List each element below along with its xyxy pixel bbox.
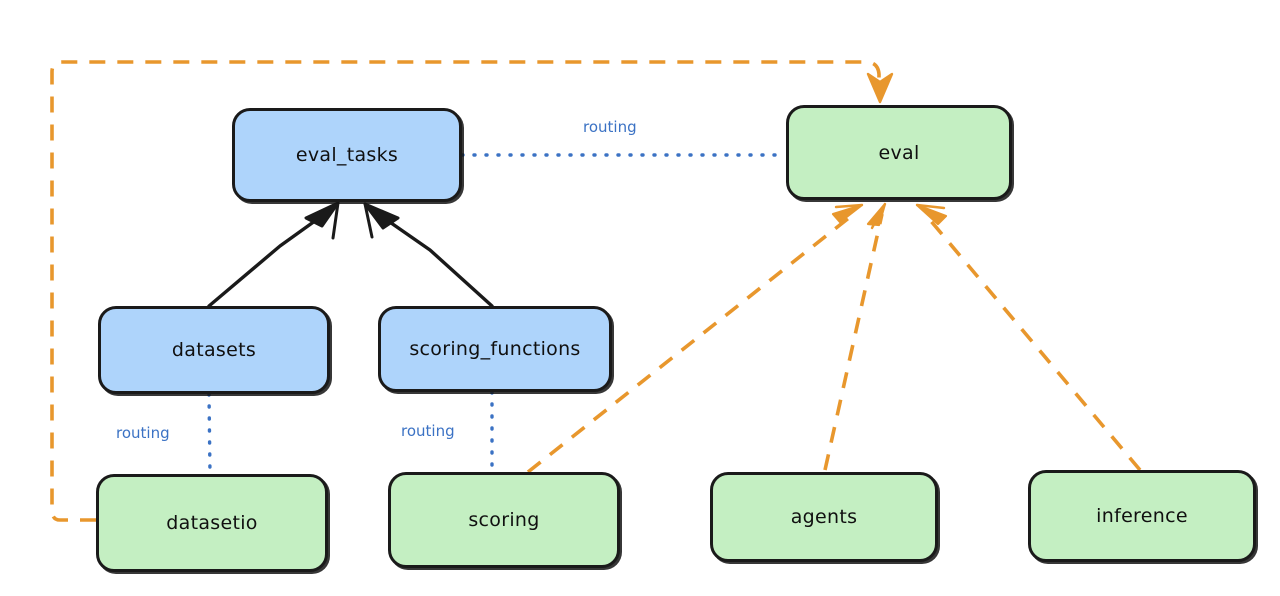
node-datasets-label: datasets (171, 339, 257, 361)
node-scoring-functions[interactable]: scoring_functions (378, 306, 612, 392)
edge-agents-to-eval-dependency (823, 202, 887, 471)
edge-scoring-functions-to-eval-tasks (363, 202, 494, 308)
node-datasets[interactable]: datasets (98, 306, 330, 394)
edge-scoring-to-eval-dependency (526, 203, 864, 474)
node-scoring-functions-label: scoring_functions (409, 338, 581, 360)
node-inference[interactable]: inference (1028, 470, 1256, 562)
node-datasetio[interactable]: datasetio (96, 474, 328, 572)
node-scoring[interactable]: scoring (388, 472, 620, 568)
node-agents-label: agents (790, 506, 858, 528)
node-scoring-label: scoring (468, 509, 540, 531)
node-datasetio-label: datasetio (166, 512, 258, 534)
edge-datasets-to-datasetio-routing (207, 392, 212, 476)
node-agents[interactable]: agents (710, 472, 938, 562)
edge-inference-to-eval-dependency (915, 203, 1142, 472)
edge-label-routing-scoring-functions-scoring: routing (398, 422, 458, 440)
node-eval[interactable]: eval (786, 105, 1012, 200)
edge-datasetio-to-eval-dependency (50, 60, 894, 522)
node-inference-label: inference (1096, 505, 1188, 527)
edge-label-routing-eval-tasks-eval: routing (580, 118, 640, 136)
node-eval-label: eval (878, 141, 920, 164)
edge-datasets-to-eval-tasks (207, 201, 340, 308)
node-eval-tasks[interactable]: eval_tasks (232, 108, 462, 202)
node-eval-tasks-label: eval_tasks (295, 144, 399, 166)
edge-label-routing-datasets-datasetio: routing (113, 424, 173, 442)
